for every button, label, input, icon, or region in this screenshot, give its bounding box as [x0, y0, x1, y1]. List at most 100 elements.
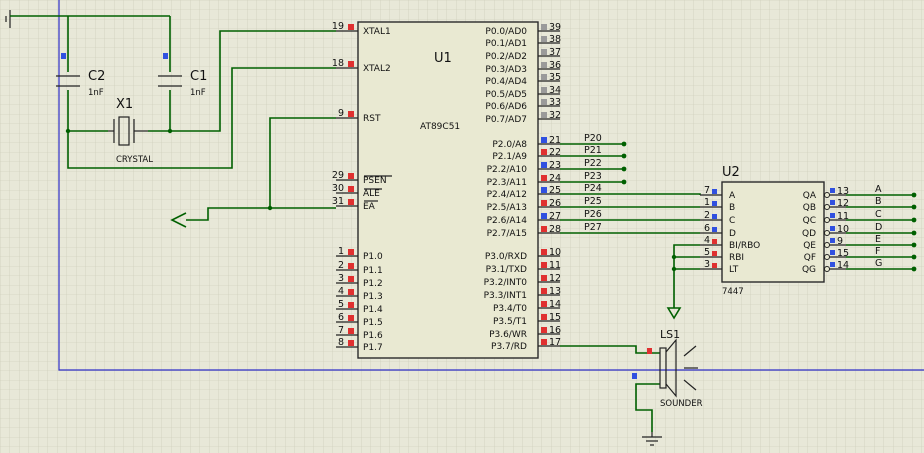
u1-pin-name: P1.3 [363, 292, 383, 302]
net-seg-g: G [846, 258, 917, 272]
u1-pin-name: P2.3/A11 [487, 178, 527, 188]
crystal-x1[interactable]: X1 CRYSTAL [108, 97, 153, 165]
u1-pin-number: 35 [549, 72, 561, 83]
u1-pin-number: 27 [549, 211, 561, 222]
u1-pin-number: 14 [549, 299, 561, 310]
u1-pin-name: P0.0/AD0 [485, 27, 527, 37]
u1-pin-number: 7 [338, 325, 344, 336]
u1-pin-number: 32 [549, 110, 561, 121]
oscillator-wiring [65, 15, 336, 228]
u2-pin-number: 3 [704, 259, 710, 270]
u1-pin-number: 28 [549, 224, 561, 235]
net-label: P21 [584, 145, 602, 156]
u1-pin-name: P1.4 [363, 305, 383, 315]
u1-right-pins: 39 P0.0/AD038P0.1/AD137P0.2/AD236P0.3/AD3… [484, 22, 561, 352]
u1-pin-name: XTAL2 [363, 64, 391, 74]
u1-pin-name: P1.5 [363, 318, 383, 328]
u1-pin-number: 22 [549, 147, 561, 158]
c2-ref: C2 [88, 69, 105, 84]
u1-pin-name: P3.4/T0 [493, 304, 527, 314]
net-seg-e: E [846, 234, 917, 248]
u2-pin-number: 4 [704, 235, 710, 246]
net-label: D [875, 222, 882, 233]
net-seg-a: A [846, 184, 917, 198]
u1-pin-14[interactable]: 14 P3.4/T0 [493, 299, 561, 314]
capacitor-c2[interactable]: C2 1nF [56, 53, 105, 98]
u1-pin-name: P3.2/INT0 [484, 278, 528, 288]
u1-pin-name: P3.3/INT1 [484, 291, 527, 301]
u1-pin-number: 30 [332, 183, 344, 194]
u2-pin-9[interactable]: 9QE [803, 236, 846, 251]
ls1-ref: LS1 [660, 328, 680, 341]
u1-pin-number: 39 [549, 22, 561, 33]
sounder-ls1[interactable]: LS1 SOUNDER [560, 328, 703, 446]
u1-pin-number: 4 [338, 286, 344, 297]
u2-pin-name: B [729, 203, 735, 213]
c2-value: 1nF [88, 88, 104, 98]
u1-pin-number: 21 [549, 135, 561, 146]
u1-pin-13[interactable]: 13 P3.3/INT1 [484, 286, 561, 301]
u1-pin-39[interactable]: 39 P0.0/AD0 [485, 22, 561, 37]
u2-pin-number: 6 [704, 223, 710, 234]
u1-pin-number: 24 [549, 173, 561, 184]
capacitor-c1[interactable]: C1 1nF [158, 53, 207, 98]
u1-pin-number: 13 [549, 286, 561, 297]
x1-value: CRYSTAL [116, 155, 153, 165]
net-p21: P21 [560, 145, 627, 159]
u1-pin-name: P0.5/AD5 [485, 90, 527, 100]
u1-pin-number: 9 [338, 108, 344, 119]
u1-pin-24[interactable]: 24 P2.3/A11 [487, 173, 561, 188]
